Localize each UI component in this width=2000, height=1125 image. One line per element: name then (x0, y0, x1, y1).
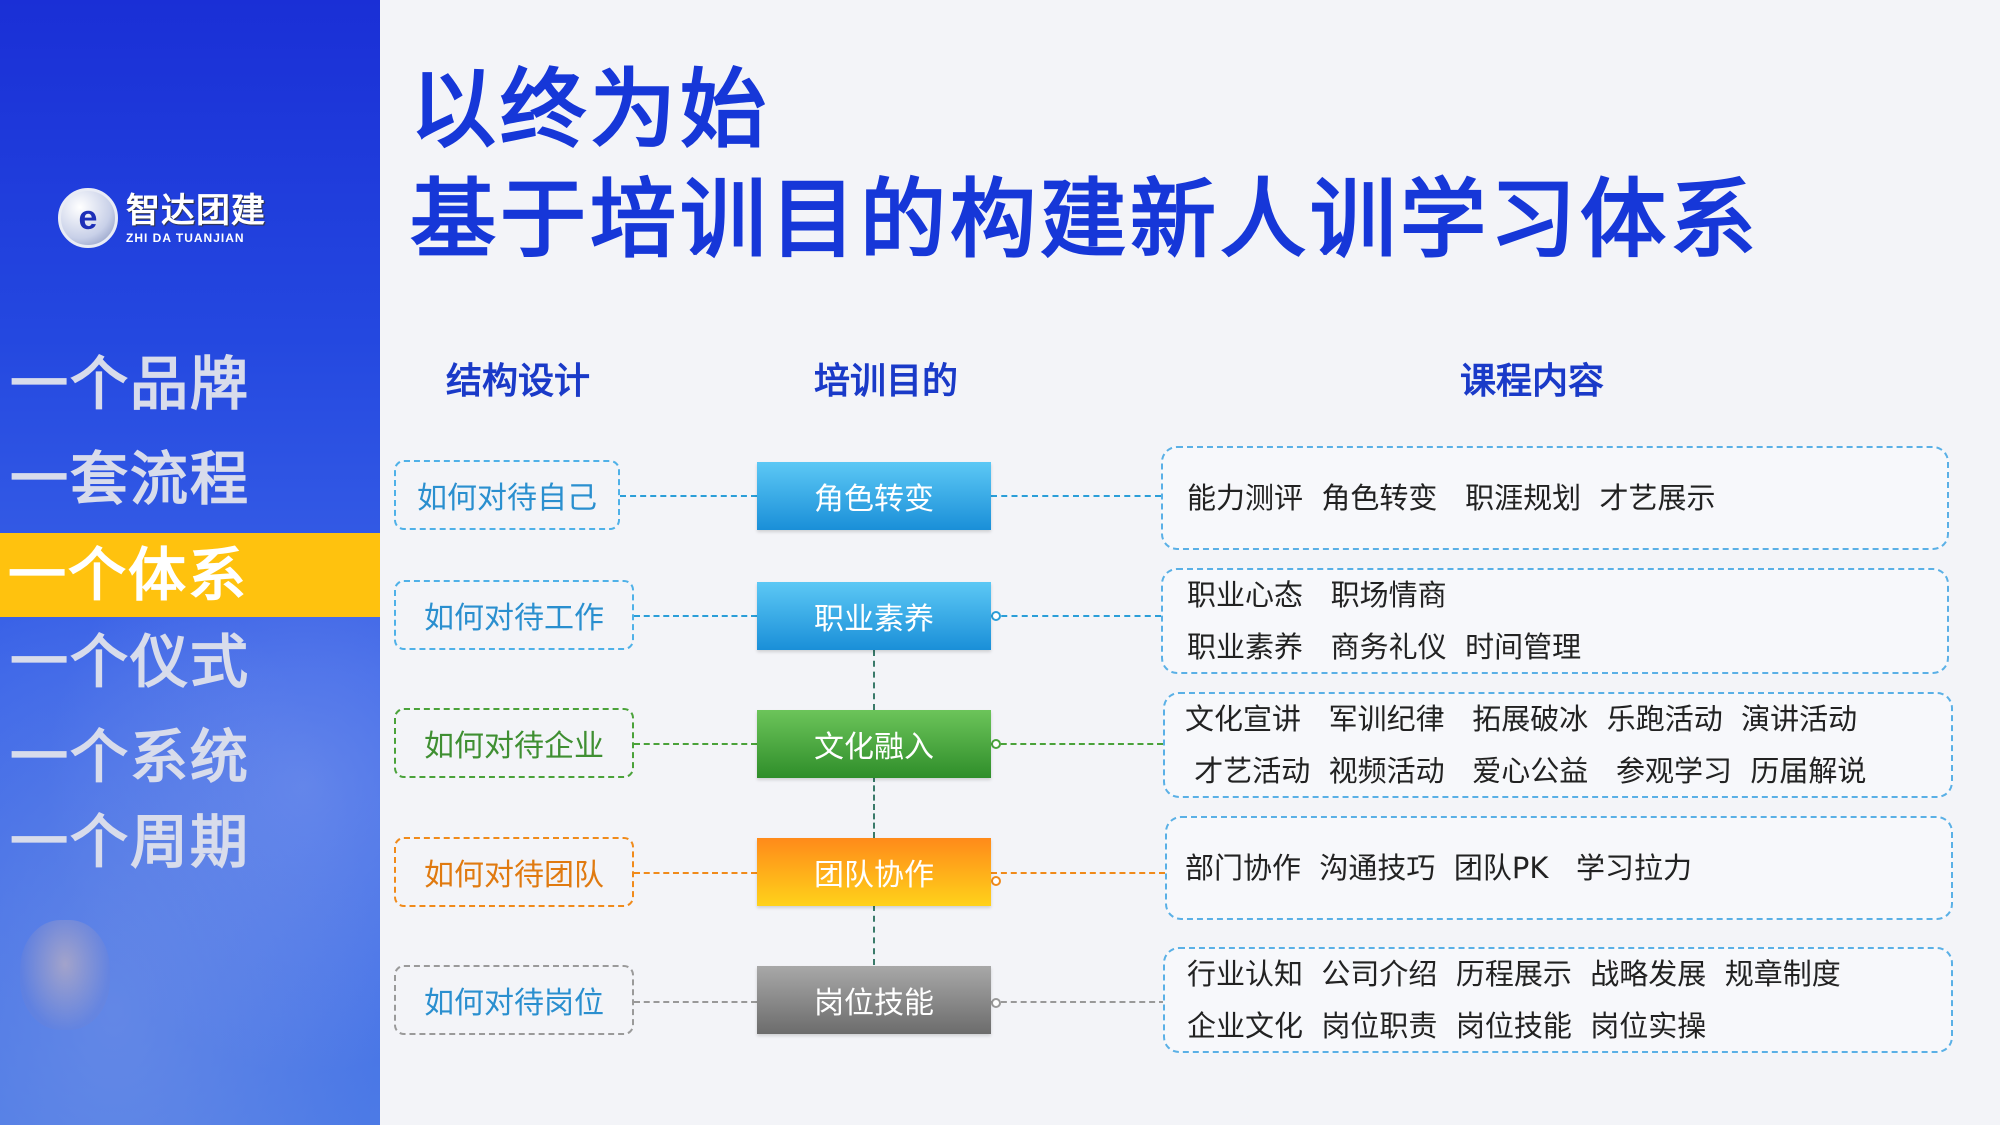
content-line: 职业素养 商务礼仪 时间管理 (1187, 630, 1582, 664)
structure-box-work[interactable]: 如何对待工作 (394, 580, 634, 650)
structure-box-self[interactable]: 如何对待自己 (394, 460, 620, 530)
connector-line (634, 872, 757, 874)
sidebar: e 智达团建 ZHI DA TUANJIAN 一个品牌 一套流程 一个体系 一个… (0, 0, 380, 1125)
content-line: 企业文化 岗位职责 岗位技能 岗位实操 (1187, 1009, 1707, 1043)
purpose-box-role[interactable]: 角色转变 (757, 462, 991, 530)
connector-line (991, 1001, 1165, 1003)
logo-en-text: ZHI DA TUANJIAN (126, 231, 245, 245)
connector-dot (991, 876, 1001, 886)
sidebar-item-platform[interactable]: 一个系统 (10, 723, 251, 791)
purpose-box-culture[interactable]: 文化融入 (757, 710, 991, 778)
content-box-skills: 行业认知 公司介绍 历程展示 战略发展 规章制度 企业文化 岗位职责 岗位技能 … (1163, 947, 1953, 1053)
purpose-box-teamwork[interactable]: 团队协作 (757, 838, 991, 906)
column-header-purpose: 培训目的 (814, 361, 959, 402)
connector-line (991, 872, 1165, 874)
content-box-professionalism: 职业心态 职场情商 职业素养 商务礼仪 时间管理 (1161, 568, 1949, 674)
connector-line (991, 615, 1161, 617)
sidebar-item-process[interactable]: 一套流程 (10, 445, 251, 513)
content-line: 能力测评 角色转变 职涯规划 才艺展示 (1187, 481, 1716, 515)
content-line: 文化宣讲 军训纪律 拓展破冰 乐跑活动 演讲活动 (1185, 702, 1858, 736)
structure-box-position[interactable]: 如何对待岗位 (394, 965, 634, 1035)
brand-logo: e 智达团建 ZHI DA TUANJIAN (58, 188, 266, 248)
sidebar-item-cycle[interactable]: 一个周期 (10, 808, 251, 876)
content-line: 部门协作 沟通技巧 团队PK 学习拉力 (1185, 851, 1693, 885)
connector-line (634, 743, 757, 745)
sidebar-item-system[interactable]: 一个体系 (0, 533, 380, 617)
purpose-box-professionalism[interactable]: 职业素养 (757, 582, 991, 650)
logo-icon: e (58, 188, 118, 248)
connector-dot (991, 611, 1001, 621)
structure-box-enterprise[interactable]: 如何对待企业 (394, 708, 634, 778)
connector-dot (991, 998, 1001, 1008)
content-line: 职业心态 职场情商 (1187, 578, 1447, 612)
content-box-culture: 文化宣讲 军训纪律 拓展破冰 乐跑活动 演讲活动 才艺活动 视频活动 爱心公益 … (1163, 692, 1953, 798)
content-line: 行业认知 公司介绍 历程展示 战略发展 规章制度 (1187, 957, 1841, 991)
connector-line (634, 1001, 757, 1003)
sidebar-item-ceremony[interactable]: 一个仪式 (10, 628, 251, 696)
content-box-role: 能力测评 角色转变 职涯规划 才艺展示 (1161, 446, 1949, 550)
structure-box-team[interactable]: 如何对待团队 (394, 837, 634, 907)
connector-spine (873, 776, 875, 838)
logo-cn-text: 智达团建 (126, 191, 266, 231)
column-header-content: 课程内容 (1460, 361, 1605, 402)
sidebar-item-brand[interactable]: 一个品牌 (10, 350, 251, 418)
connector-spine (873, 650, 875, 710)
column-header-structure: 结构设计 (446, 361, 591, 402)
connector-line (991, 743, 1163, 745)
connector-spine (873, 905, 875, 965)
purpose-box-skills[interactable]: 岗位技能 (757, 966, 991, 1034)
connector-line (620, 495, 757, 497)
connector-line (991, 495, 1161, 497)
connector-dot (991, 739, 1001, 749)
connector-line (634, 615, 757, 617)
graduation-photo-background (0, 560, 380, 1125)
content-box-teamwork: 部门协作 沟通技巧 团队PK 学习拉力 (1165, 816, 1953, 920)
graduate-face-image (20, 920, 110, 1030)
page-title-line2: 基于培训目的构建新人训学习体系 (410, 170, 1760, 270)
content-line: 才艺活动 视频活动 爱心公益 参观学习 历届解说 (1185, 754, 1867, 788)
page-title-line1: 以终为始 (410, 60, 770, 160)
